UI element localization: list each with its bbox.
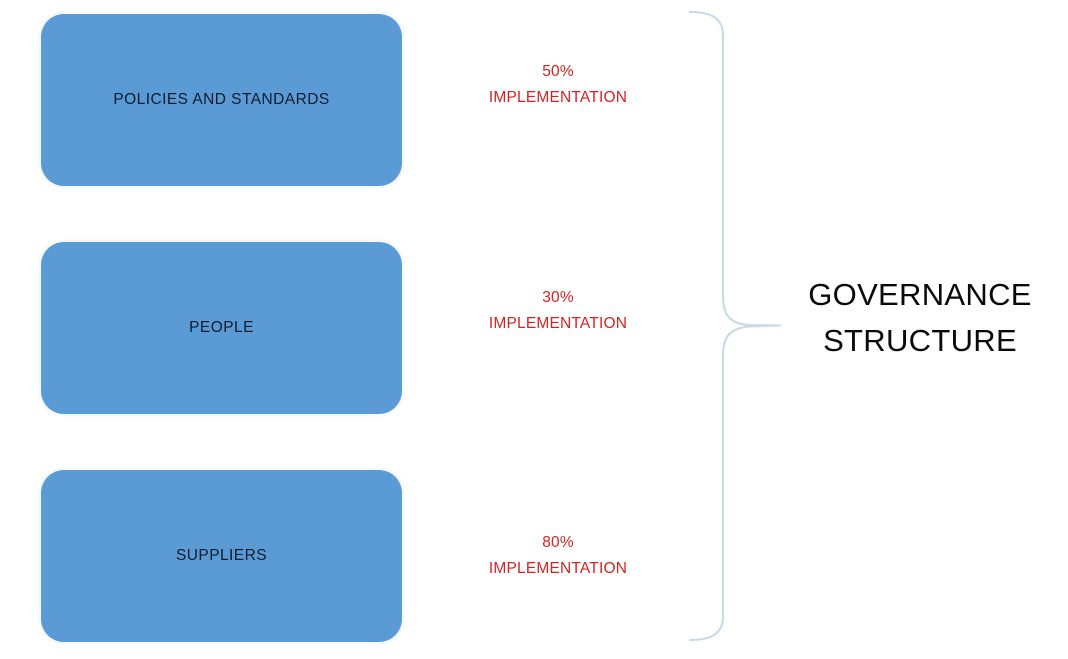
implementation-annotation-policies-and-standards: 50% IMPLEMENTATION xyxy=(432,59,684,111)
page-title-line-2: STRUCTURE xyxy=(823,323,1017,358)
pillar-policies-and-standards[interactable]: POLICIES AND STANDARDS xyxy=(41,14,402,186)
pillar-suppliers[interactable]: SUPPLIERS xyxy=(41,470,402,642)
implementation-percent: 30% xyxy=(542,289,574,306)
implementation-annotation-people: 30% IMPLEMENTATION xyxy=(432,285,684,337)
implementation-percent: 50% xyxy=(542,63,574,80)
implementation-word: IMPLEMENTATION xyxy=(488,89,628,106)
implementation-percent: 80% xyxy=(542,534,574,551)
page-title-line-1: GOVERNANCE xyxy=(808,277,1032,312)
implementation-word: IMPLEMENTATION xyxy=(488,560,628,577)
pillar-label: POLICIES AND STANDARDS xyxy=(113,90,330,108)
pillar-people[interactable]: PEOPLE xyxy=(41,242,402,414)
implementation-annotation-suppliers: 80% IMPLEMENTATION xyxy=(432,530,684,582)
implementation-word: IMPLEMENTATION xyxy=(488,315,628,332)
pillar-label: SUPPLIERS xyxy=(175,546,268,564)
curly-brace-icon xyxy=(688,10,782,642)
pillar-label: PEOPLE xyxy=(189,318,254,336)
page-title: GOVERNANCE STRUCTURE xyxy=(790,272,1050,364)
